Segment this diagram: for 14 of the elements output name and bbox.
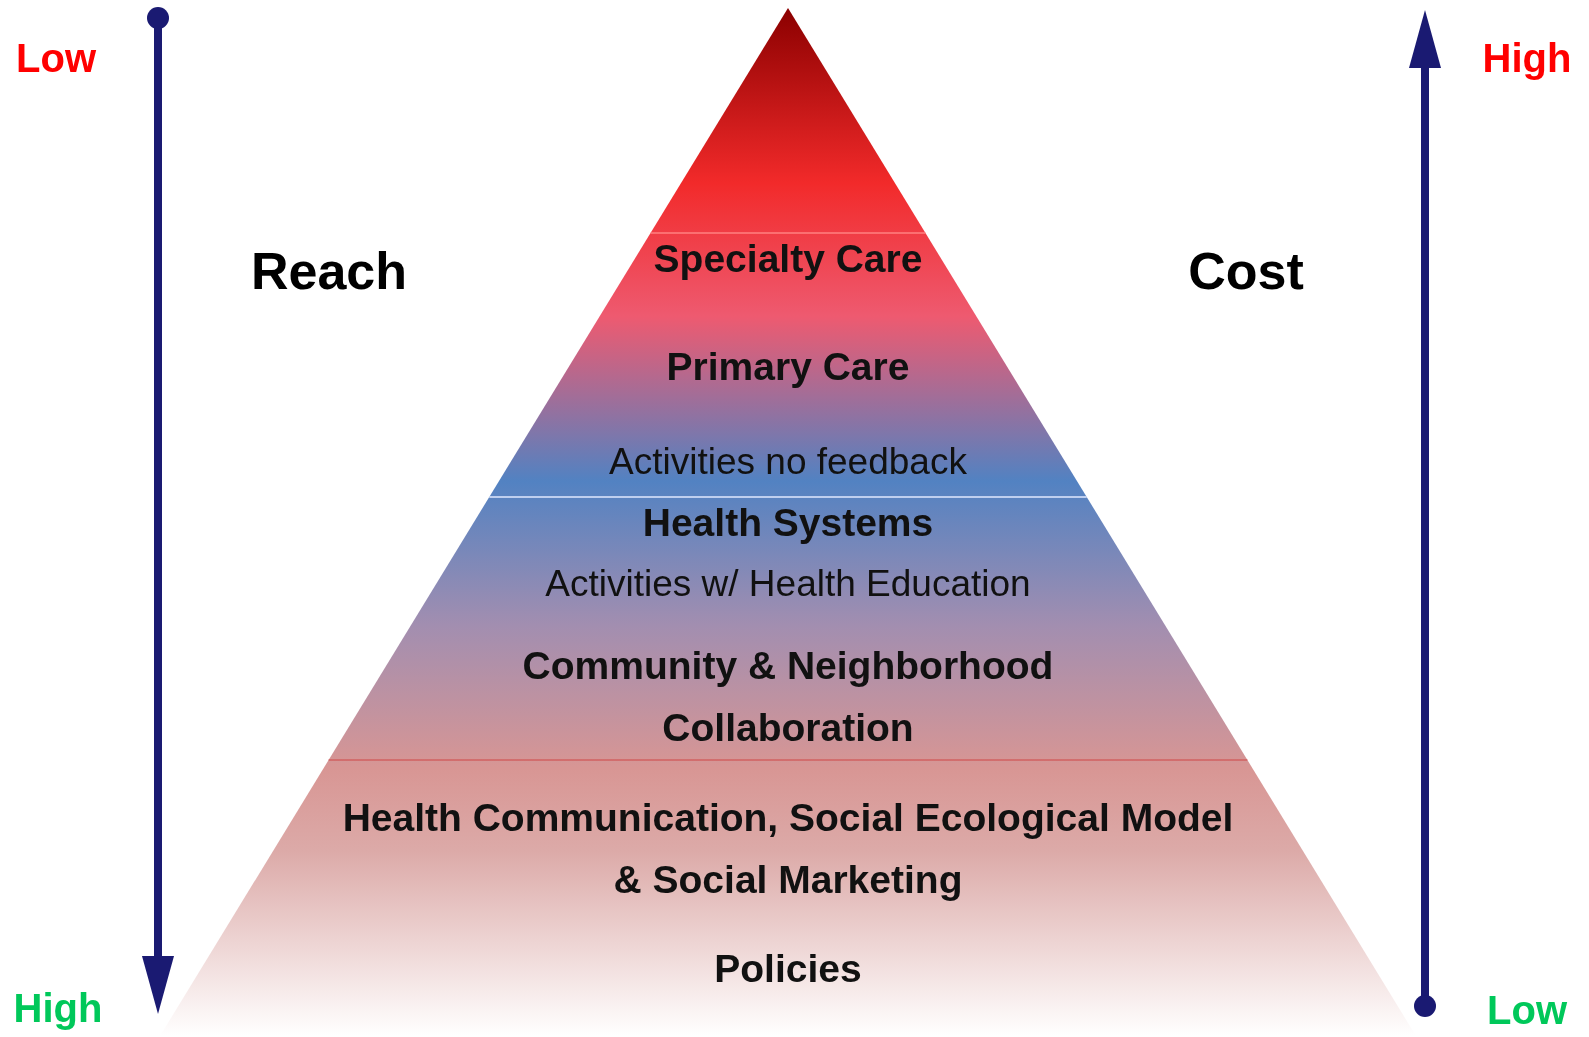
level-text: Primary Care — [665, 344, 911, 390]
level-text: Health Systems — [641, 500, 935, 546]
scale-label: Low — [16, 35, 96, 81]
level-text: Specialty Care — [652, 236, 924, 282]
scale-label: High — [13, 985, 103, 1031]
level-text: Activities no feedback — [608, 440, 968, 484]
level-text: Community & Neighborhood Collaboration — [521, 643, 1055, 751]
scale-label: Low — [1487, 987, 1567, 1033]
level-text: Health Communication, Social Ecological Model & Social Marketing — [341, 795, 1235, 903]
level-text: Activities w/ Health Education — [544, 562, 1032, 606]
level-text: Policies — [713, 946, 863, 992]
axis-title: Reach — [250, 241, 408, 301]
axis-title: Cost — [1188, 241, 1304, 301]
scale-label: High — [1482, 35, 1572, 81]
